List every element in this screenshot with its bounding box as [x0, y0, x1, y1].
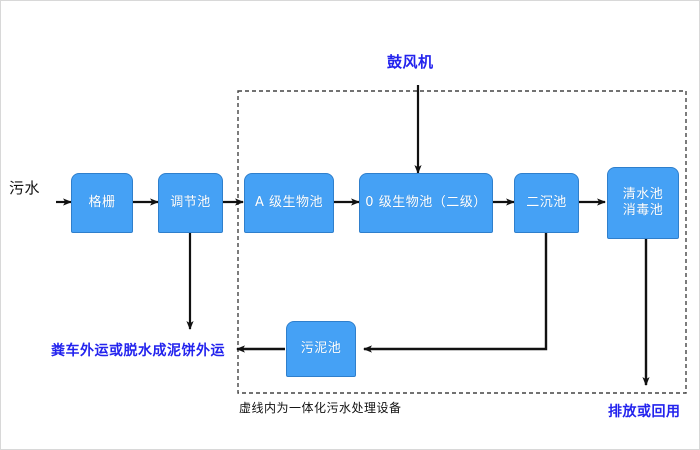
node-grid[interactable]: 格栅: [71, 173, 133, 233]
node-a-stage-bioreactor-label: A 级生物池: [254, 194, 324, 210]
node-grid-label: 格栅: [88, 194, 116, 210]
node-regulating-tank-label: 调节池: [170, 194, 211, 210]
integrated-equipment-frame: [237, 90, 687, 394]
node-clearwater-disinfection-tank-label: 清水池 消毒池: [622, 186, 664, 218]
discharge-label: 排放或回用: [608, 404, 681, 420]
node-o-stage-bioreactor[interactable]: 0 级生物池（二级）: [359, 173, 493, 233]
node-secondary-clarifier-label: 二沉池: [526, 194, 567, 210]
sludge-disposal-label: 粪车外运或脱水成泥饼外运: [51, 343, 225, 359]
node-sludge-tank-label: 污泥池: [300, 340, 342, 356]
node-sludge-tank[interactable]: 污泥池: [286, 321, 356, 377]
node-a-stage-bioreactor[interactable]: A 级生物池: [244, 173, 334, 233]
arrow-secondary-to-sludge: [363, 233, 548, 353]
blower-label: 鼓风机: [387, 53, 434, 71]
node-o-stage-bioreactor-label: 0 级生物池（二级）: [365, 194, 487, 210]
frame-caption: 虚线内为一体化污水处理设备: [239, 401, 402, 415]
node-regulating-tank[interactable]: 调节池: [158, 173, 223, 233]
influent-label: 污水: [9, 179, 41, 197]
node-secondary-clarifier[interactable]: 二沉池: [514, 173, 579, 233]
node-clearwater-disinfection-tank[interactable]: 清水池 消毒池: [607, 167, 679, 239]
